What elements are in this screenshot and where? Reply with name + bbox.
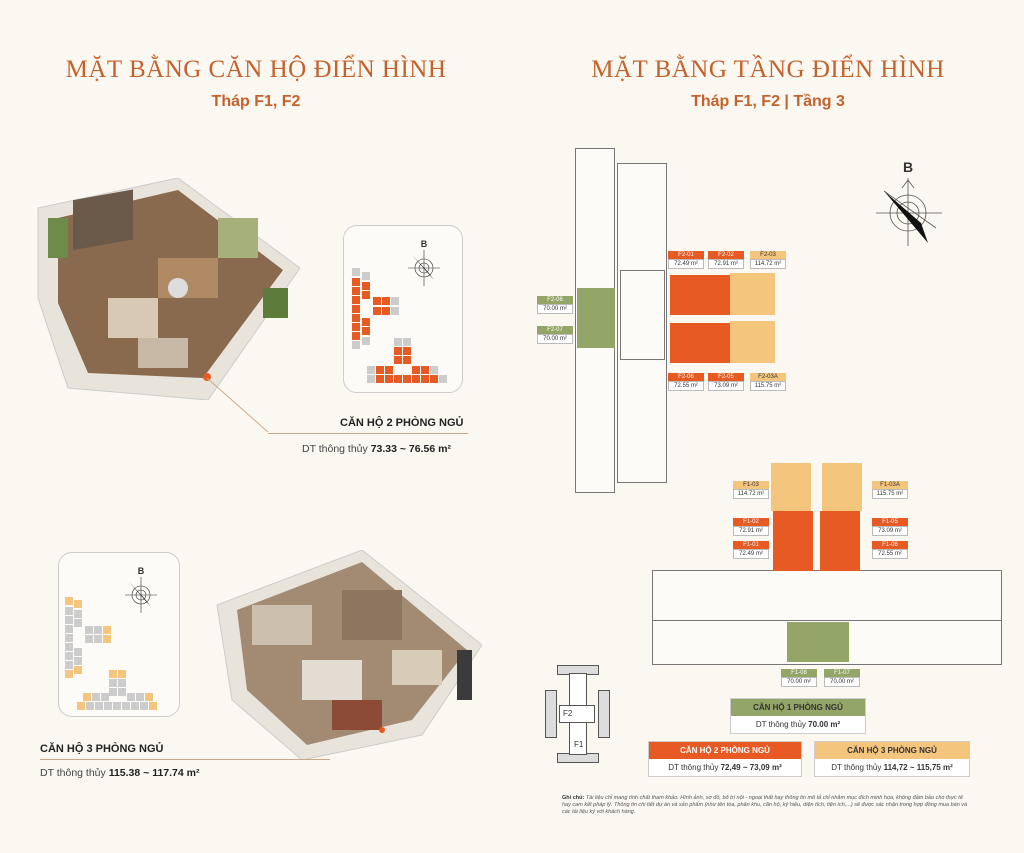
svg-text:B: B bbox=[421, 239, 428, 249]
svg-text:B: B bbox=[138, 566, 145, 576]
caption-2br-rule bbox=[268, 433, 468, 434]
legend-3br: CĂN HỘ 3 PHÒNG NGỦ DT thông thủy 114,72 … bbox=[814, 741, 970, 777]
keyplan-label-f2: F2 bbox=[563, 709, 573, 718]
left-title: MẶT BẰNG CĂN HỘ ĐIỂN HÌNH bbox=[65, 56, 447, 83]
unit-f2-03a-block[interactable] bbox=[730, 321, 775, 363]
caption-2br-area: DT thông thủy 73.33 ~ 76.56 m² bbox=[302, 443, 451, 455]
unit-f1-08-f1-07-block[interactable] bbox=[787, 622, 849, 662]
svg-text:B: B bbox=[903, 159, 913, 175]
caption-3br-area: DT thông thủy 115.38 ~ 117.74 m² bbox=[40, 767, 200, 779]
legend-2br: CĂN HỘ 2 PHÒNG NGỦ DT thông thủy 72,49 ~… bbox=[648, 741, 802, 777]
disclaimer-note: Ghi chú: Tài liệu chỉ mang tính chất tha… bbox=[562, 795, 968, 815]
keyplan-2br: B bbox=[343, 225, 463, 393]
caption-2br-heading: CĂN HỘ 2 PHÒNG NGỦ bbox=[340, 417, 464, 429]
legend-1br: CĂN HỘ 1 PHÒNG NGỦ DT thông thủy 70.00 m… bbox=[730, 698, 866, 734]
left-subtitle: Tháp F1, F2 bbox=[211, 93, 301, 110]
right-subtitle: Tháp F1, F2 | Tầng 3 bbox=[691, 93, 845, 110]
keyplan-3br: B bbox=[58, 552, 180, 717]
caption-3br-heading: CĂN HỘ 3 PHÒNG NGỦ bbox=[40, 743, 164, 755]
keyplan-label-f1: F1 bbox=[574, 740, 584, 749]
caption-3br-rule bbox=[40, 759, 330, 760]
north-compass-icon: B bbox=[876, 159, 942, 246]
right-title: MẶT BẰNG TẦNG ĐIỂN HÌNH bbox=[591, 56, 945, 83]
unit-f1-01-f1-02-block[interactable] bbox=[773, 511, 813, 571]
keyplan-towers: F2 F1 bbox=[545, 665, 610, 765]
unit-f2-03-block[interactable] bbox=[730, 273, 775, 315]
render-2br-apartment bbox=[28, 177, 301, 401]
compass-icon: B bbox=[408, 239, 440, 286]
unit-f1-05-f1-06-block[interactable] bbox=[820, 511, 860, 571]
render-pointer-line bbox=[206, 377, 269, 433]
unit-f2-08-f2-07-block[interactable] bbox=[577, 288, 615, 348]
unit-f1-03-block[interactable] bbox=[771, 463, 811, 511]
unit-f2-01-f2-02-block[interactable] bbox=[670, 275, 730, 315]
unit-f2-06-f2-05-block[interactable] bbox=[670, 323, 730, 363]
render-pointer-dot bbox=[203, 373, 211, 381]
unit-f1-03a-block[interactable] bbox=[822, 463, 862, 511]
render-3br-apartment bbox=[212, 549, 483, 761]
compass-icon: B bbox=[125, 566, 157, 613]
